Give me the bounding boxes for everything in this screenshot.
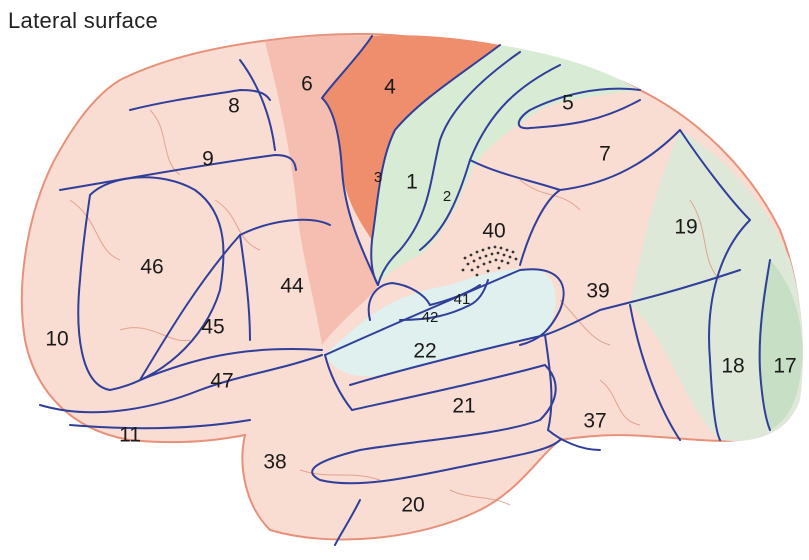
area-label-37: 37: [583, 410, 606, 433]
area-label-41: 41: [454, 291, 471, 308]
area-label-44: 44: [280, 275, 304, 298]
area-label-6: 6: [301, 73, 313, 96]
area-label-5: 5: [562, 92, 574, 115]
area-label-3: 3: [374, 169, 382, 186]
area-label-42: 42: [422, 309, 439, 326]
area-label-38: 38: [263, 451, 286, 474]
area-label-10: 10: [45, 328, 68, 351]
area-label-46: 46: [140, 256, 163, 279]
area-label-45: 45: [201, 316, 224, 339]
area-label-19: 19: [674, 216, 697, 239]
area-label-8: 8: [228, 95, 240, 118]
area-label-22: 22: [413, 340, 436, 363]
area-label-20: 20: [401, 494, 424, 517]
area-label-40: 40: [482, 220, 505, 243]
area-label-21: 21: [452, 395, 475, 418]
area-label-1: 1: [406, 171, 418, 194]
area-label-7: 7: [599, 143, 611, 166]
area-label-11: 11: [119, 424, 141, 447]
area-label-47: 47: [210, 370, 233, 393]
area-label-17: 17: [773, 355, 796, 378]
area-label-2: 2: [443, 188, 451, 205]
area-label-18: 18: [721, 355, 744, 378]
area-label-39: 39: [586, 280, 609, 303]
area-label-9: 9: [202, 148, 214, 171]
area-label-4: 4: [384, 76, 396, 99]
